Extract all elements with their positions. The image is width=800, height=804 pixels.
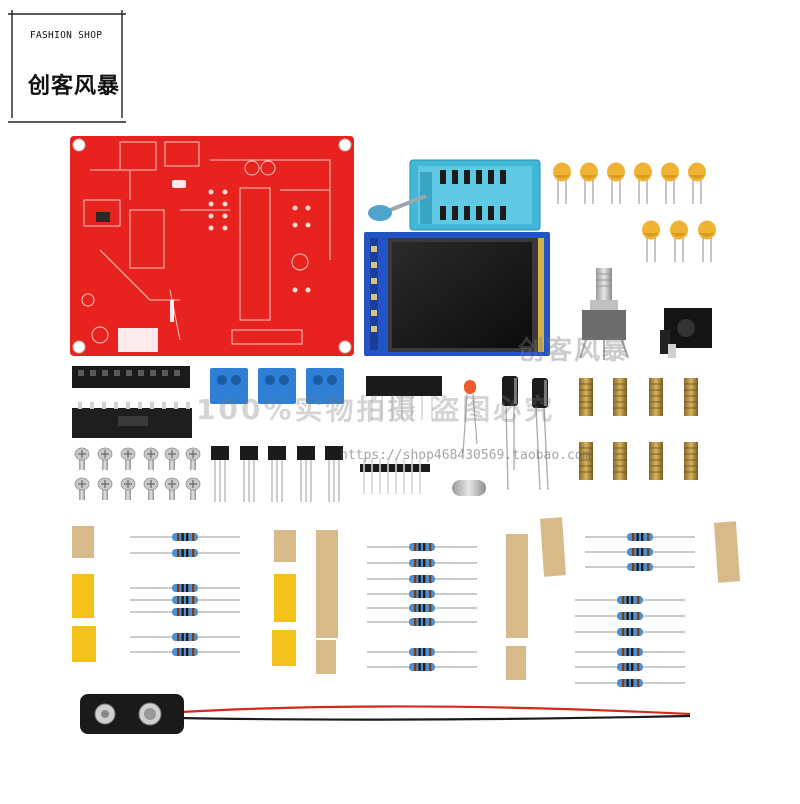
led-icon [462, 380, 478, 455]
terminal-block-icon [210, 368, 344, 404]
battery-clip-icon [80, 694, 691, 734]
crystal-icon [452, 480, 486, 496]
resistor-icon [540, 517, 741, 688]
brand-logo: FASHION SHOP 创客风暴 [8, 10, 126, 118]
brand-shop-label: FASHION SHOP [30, 30, 103, 41]
pin-header-icon [366, 376, 442, 420]
watermark-middle: 100%实物拍摄 盗图必究 [196, 393, 556, 426]
tft-display-icon [364, 232, 550, 356]
electrolytic-capacitor-icon [502, 376, 549, 491]
screw-icon [74, 447, 201, 501]
pcb-board-icon [70, 136, 354, 356]
transistor-icon [210, 445, 344, 503]
zif-socket-icon [368, 159, 541, 231]
watermark-url: https://shop468430569.taobao.com [340, 448, 591, 463]
watermark-top: 创客风暴 [518, 336, 631, 366]
atmega-chip-icon [72, 402, 192, 438]
rotary-encoder-icon [579, 268, 629, 360]
resistor-icon [72, 526, 296, 666]
brass-standoff-icon [578, 377, 699, 481]
brand-frame [8, 10, 126, 123]
dc-jack-icon [660, 308, 712, 358]
ic-socket-icon [72, 366, 190, 388]
resistor-icon [316, 530, 528, 680]
ceramic-capacitor-icon [552, 161, 717, 263]
pin-header-icon [360, 458, 430, 494]
brand-shop-name: 创客风暴 [28, 74, 121, 99]
